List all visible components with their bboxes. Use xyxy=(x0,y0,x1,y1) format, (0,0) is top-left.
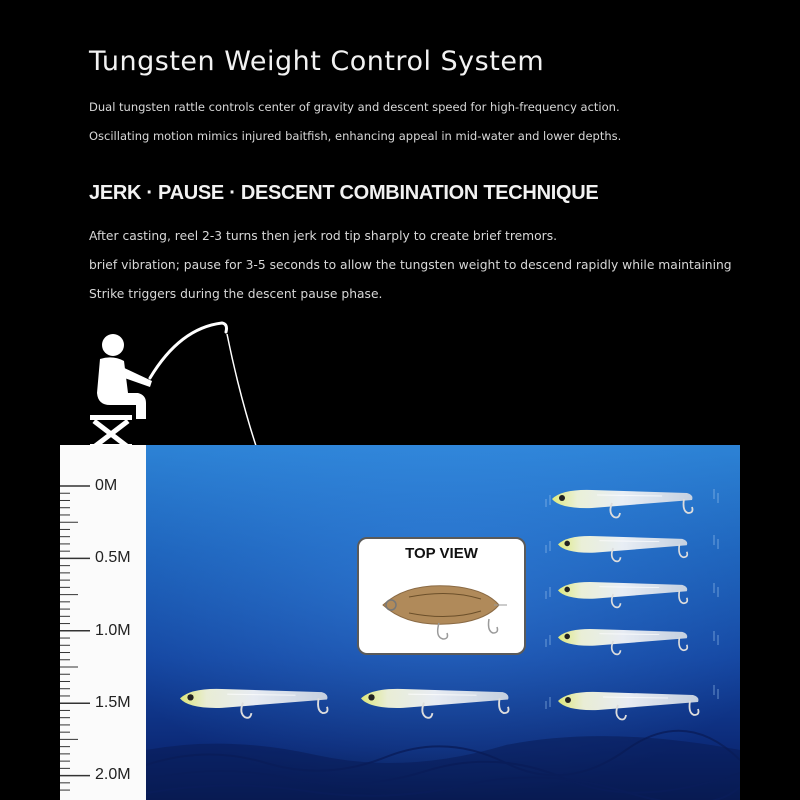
depth-label-0-5m: 0.5M xyxy=(95,549,131,566)
technique-line-1: After casting, reel 2-3 turns then jerk … xyxy=(89,229,558,243)
angler-icon xyxy=(90,334,152,449)
lure-icon xyxy=(382,585,507,640)
fishing-rod-icon xyxy=(148,321,259,453)
top-view-panel: TOP VIEW xyxy=(357,537,526,655)
description-line-1: Dual tungsten rattle controls center of … xyxy=(89,100,620,114)
depth-label-2-0m: 2.0M xyxy=(95,766,131,783)
technique-title: JERK · PAUSE · DESCENT COMBINATION TECHN… xyxy=(89,182,599,204)
description-line-2: Oscillating motion mimics injured baitfi… xyxy=(89,129,622,143)
technique-line-3: Strike triggers during the descent pause… xyxy=(89,287,383,301)
depth-label-0m: 0M xyxy=(95,477,118,494)
technique-line-2: brief vibration; pause for 3-5 seconds t… xyxy=(89,258,732,272)
depth-ruler xyxy=(60,445,146,800)
depth-label-1-0m: 1.0M xyxy=(95,622,131,639)
page-title: Tungsten Weight Control System xyxy=(89,46,545,77)
top-view-label: TOP VIEW xyxy=(405,545,478,562)
depth-label-1-5m: 1.5M xyxy=(95,694,131,711)
